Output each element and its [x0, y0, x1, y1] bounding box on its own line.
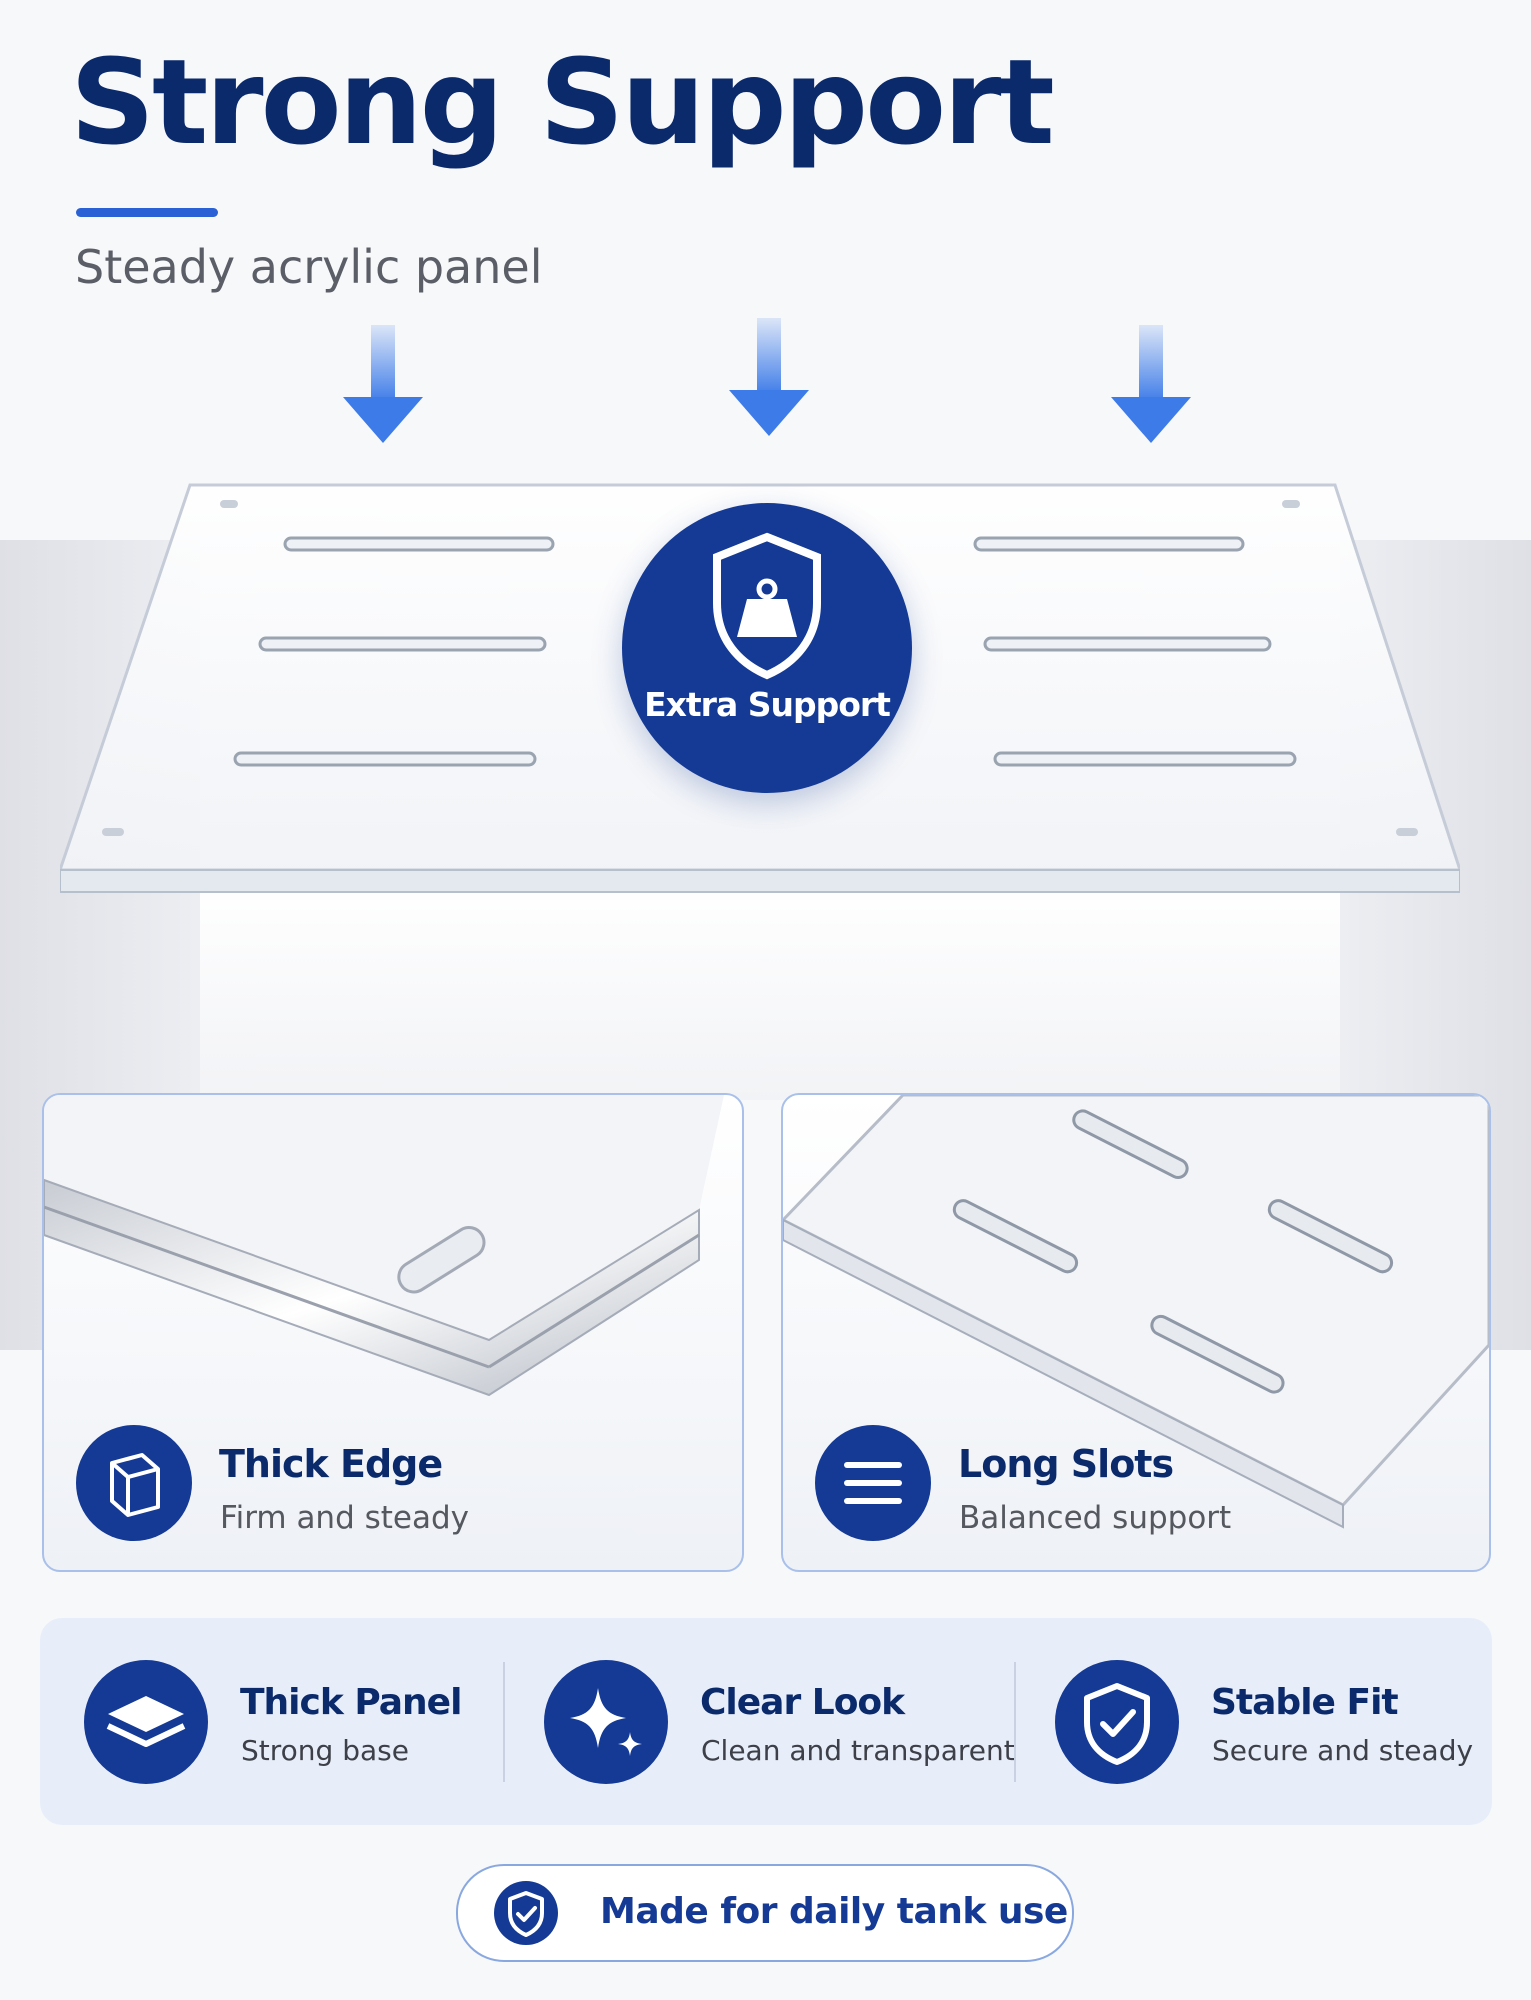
feature-card-long-slots: Long Slots Balanced support [781, 1093, 1491, 1572]
shield-check-icon-badge [1055, 1660, 1179, 1784]
feature-subtitle: Secure and steady [1212, 1734, 1474, 1767]
down-arrow-icon [1111, 325, 1191, 443]
page-title: Strong Support [70, 33, 1055, 171]
shield-check-icon [1084, 1683, 1150, 1765]
divider [1014, 1662, 1016, 1782]
sparkle-icon [570, 1688, 642, 1756]
page-subtitle: Steady acrylic panel [75, 240, 543, 294]
feature-clear-look: Clear Look Clean and transparent [544, 1660, 1015, 1784]
card-subtitle: Firm and steady [220, 1500, 470, 1536]
down-arrow-icon [729, 318, 809, 436]
shield-check-icon [508, 1891, 544, 1937]
extra-support-badge: Extra Support [622, 503, 912, 793]
feature-card-thick-edge: Thick Edge Firm and steady [42, 1093, 744, 1572]
slots-lines-icon [844, 1462, 902, 1504]
feature-stable-fit: Stable Fit Secure and steady [1055, 1660, 1475, 1784]
feature-thick-panel: Thick Panel Strong base [84, 1660, 462, 1784]
feature-title: Thick Panel [240, 1682, 462, 1723]
feature-title: Clear Look [700, 1682, 905, 1723]
feature-subtitle: Strong base [241, 1734, 409, 1767]
thick-edge-photo [44, 1095, 724, 1397]
footer-label: Made for daily tank use [600, 1891, 1068, 1932]
features-strip: Thick Panel Strong base Clear Look Clean… [40, 1618, 1492, 1825]
long-slots-photo [783, 1095, 1489, 1529]
feature-subtitle: Clean and transparent [701, 1734, 1015, 1767]
card-subtitle: Balanced support [959, 1500, 1232, 1536]
long-slots-icon-badge [815, 1425, 931, 1541]
title-underline [76, 208, 218, 217]
sparkle-icon-badge [544, 1660, 668, 1784]
edge-block-icon [110, 1453, 160, 1517]
thick-edge-icon-badge [76, 1425, 192, 1541]
badge-label: Extra Support [644, 685, 891, 724]
feature-title: Stable Fit [1211, 1682, 1399, 1723]
card-title: Thick Edge [219, 1442, 443, 1486]
layers-icon-badge [84, 1660, 208, 1784]
layers-icon [106, 1696, 186, 1747]
center-base [200, 880, 1340, 1100]
down-arrow-icon [343, 325, 423, 443]
shield-weight-icon [713, 532, 821, 680]
divider [503, 1662, 505, 1782]
card-title: Long Slots [958, 1442, 1174, 1486]
footer-pill: Made for daily tank use [456, 1864, 1074, 1962]
shield-check-icon-badge [494, 1881, 558, 1945]
